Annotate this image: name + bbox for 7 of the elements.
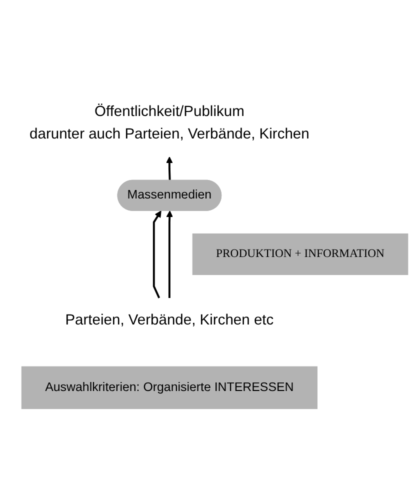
node-text: Öffentlichkeit/Publikum darunter auch Parteien, Verbände, Kirchen [30, 103, 310, 142]
node-text: Parteien, Verbände, Kirchen etc [65, 312, 274, 328]
arrow [166, 210, 174, 298]
arrow [166, 156, 173, 181]
arrow [152, 210, 162, 298]
node-box: PRODUKTION + INFORMATION [192, 233, 408, 276]
node-box: Auswahlkriterien: Organisierte INTERESSEN [21, 366, 318, 410]
